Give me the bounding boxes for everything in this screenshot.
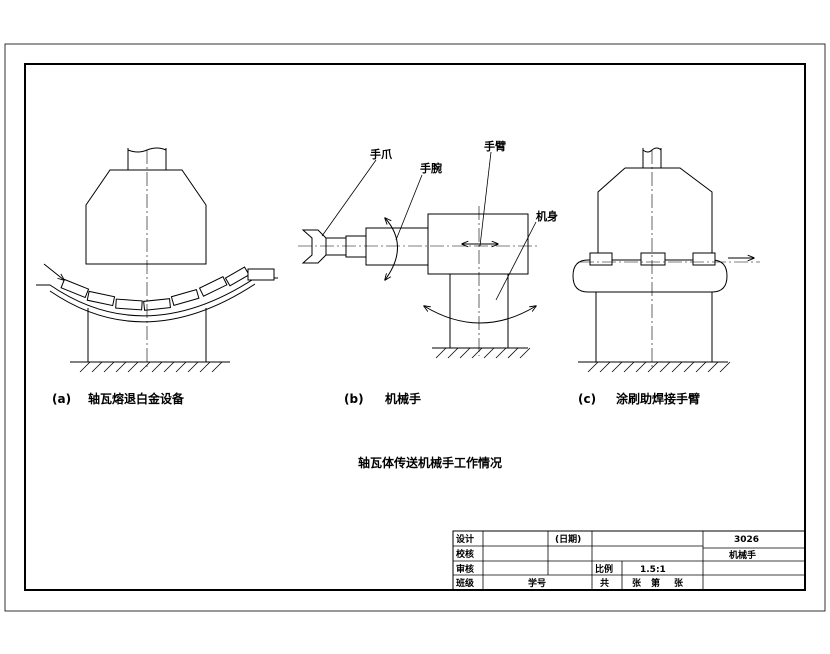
inner-frame (24, 63, 806, 591)
tb-scale-value: 1.5:1 (640, 565, 666, 575)
tb-sheet-nth: 第 (651, 577, 660, 589)
view-c-label: (c) (578, 392, 596, 406)
view-b-drawing (298, 151, 540, 359)
view-a-title: 轴瓦熔退白金设备 (88, 391, 185, 406)
tb-review: 审核 (456, 563, 474, 575)
view-b-title: 机械手 (385, 391, 421, 406)
tb-sheet-word2: 张 (674, 577, 684, 589)
callout-wrist: 手腕 (420, 161, 442, 175)
tb-design: 设计 (456, 533, 474, 545)
title-block (452, 530, 806, 591)
tb-date: (日期) (555, 533, 581, 545)
callout-body: 机身 (536, 209, 558, 223)
view-b-label: (b) (344, 392, 364, 406)
tb-class: 班级 (456, 577, 475, 589)
figure-caption: 轴瓦体传送机械手工作情况 (358, 455, 502, 470)
tb-drawing-no: 3026 (734, 535, 759, 545)
tb-student-no: 学号 (528, 577, 546, 589)
view-a-drawing (36, 147, 278, 373)
callout-claw: 手爪 (370, 147, 393, 161)
tb-sheet-word: 张 (632, 577, 642, 589)
tb-total: 共 (600, 577, 609, 589)
tb-scale-label: 比例 (595, 563, 613, 575)
tb-check: 校核 (456, 548, 474, 560)
view-c-drawing (572, 147, 760, 373)
view-a-label: (a) (52, 392, 71, 406)
outer-border (4, 43, 826, 612)
callout-arm: 手臂 (484, 139, 506, 153)
view-c-title: 涂刷助焊接手臂 (616, 391, 700, 406)
tb-part-name: 机械手 (729, 549, 756, 561)
